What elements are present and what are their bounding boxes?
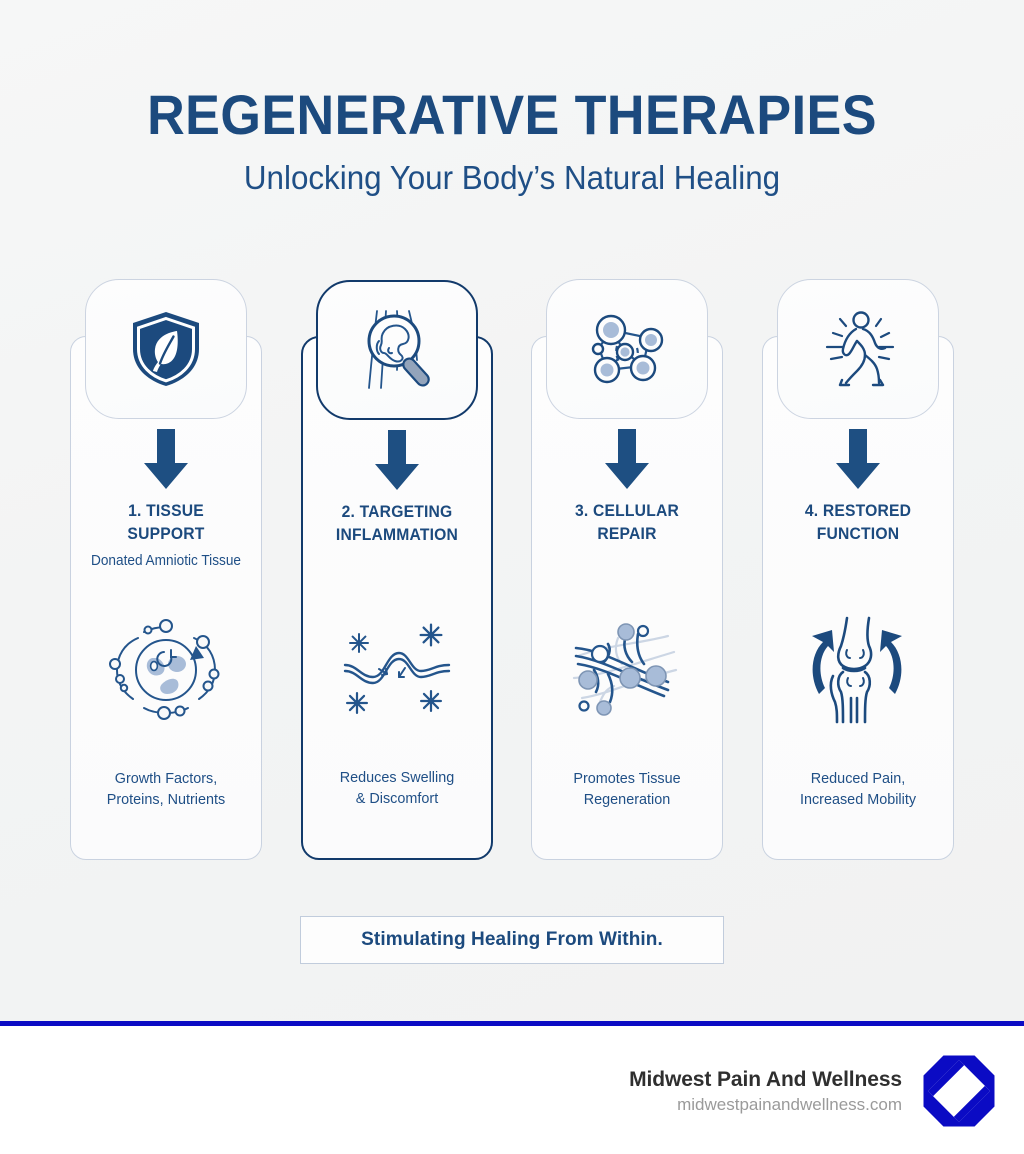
illustration-2 bbox=[332, 616, 462, 726]
shield-leaf-icon bbox=[133, 312, 199, 386]
tissue-fiber-icon bbox=[573, 623, 678, 716]
knee-joint-icon bbox=[811, 616, 902, 724]
infographic-panel: REGENERATIVE THERAPIES Unlocking Your Bo… bbox=[0, 0, 1024, 1021]
tagline-text: Stimulating Healing From Within. bbox=[361, 929, 663, 950]
down-arrow-icon-1 bbox=[144, 429, 188, 489]
page-subtitle: Unlocking Your Body’s Natural Healing bbox=[243, 158, 781, 196]
footer-text-block: Midwest Pain And Wellness midwestpainand… bbox=[629, 1068, 902, 1115]
step-caption-2: Reduces Swelling& Discomfort bbox=[339, 768, 454, 808]
footer: Midwest Pain And Wellness midwestpainand… bbox=[0, 1026, 1024, 1154]
page-title: REGENERATIVE THERAPIES bbox=[147, 83, 877, 146]
illustration-1 bbox=[101, 615, 231, 725]
tagline-box: Stimulating Healing From Within. bbox=[300, 916, 724, 964]
brand-name: Midwest Pain And Wellness bbox=[629, 1067, 902, 1091]
down-arrow-icon-4 bbox=[835, 429, 880, 489]
wave-sparkle-icon bbox=[343, 623, 450, 715]
down-arrow-icon-2 bbox=[374, 430, 419, 490]
step-caption-4: Reduced Pain,Increased Mobility bbox=[799, 769, 916, 809]
octagon-diamond-logo bbox=[923, 1055, 995, 1127]
cell-orbit-icon bbox=[109, 619, 220, 720]
icon-tile-2 bbox=[315, 280, 478, 420]
header: REGENERATIVE THERAPIES Unlocking Your Bo… bbox=[0, 83, 1024, 197]
illustration-4 bbox=[793, 615, 923, 725]
footer-divider bbox=[0, 1021, 1024, 1026]
step-caption-1: Growth Factors,Proteins, Nutrients bbox=[106, 769, 226, 809]
down-arrow-icon-3 bbox=[605, 429, 650, 489]
icon-tile-4 bbox=[776, 279, 939, 419]
cell-network-icon bbox=[592, 314, 664, 384]
illustration-3 bbox=[562, 615, 692, 725]
step-subtitle-1: Donated Amniotic Tissue bbox=[90, 553, 242, 569]
brand-url[interactable]: midwestpainandwellness.com bbox=[677, 1094, 902, 1114]
icon-tile-1 bbox=[85, 279, 247, 419]
running-person-icon bbox=[825, 311, 895, 387]
footer-content: Midwest Pain And Wellness midwestpainand… bbox=[629, 1054, 996, 1128]
magnifier-inflammation-icon bbox=[367, 310, 430, 389]
icon-tile-3 bbox=[546, 279, 709, 419]
